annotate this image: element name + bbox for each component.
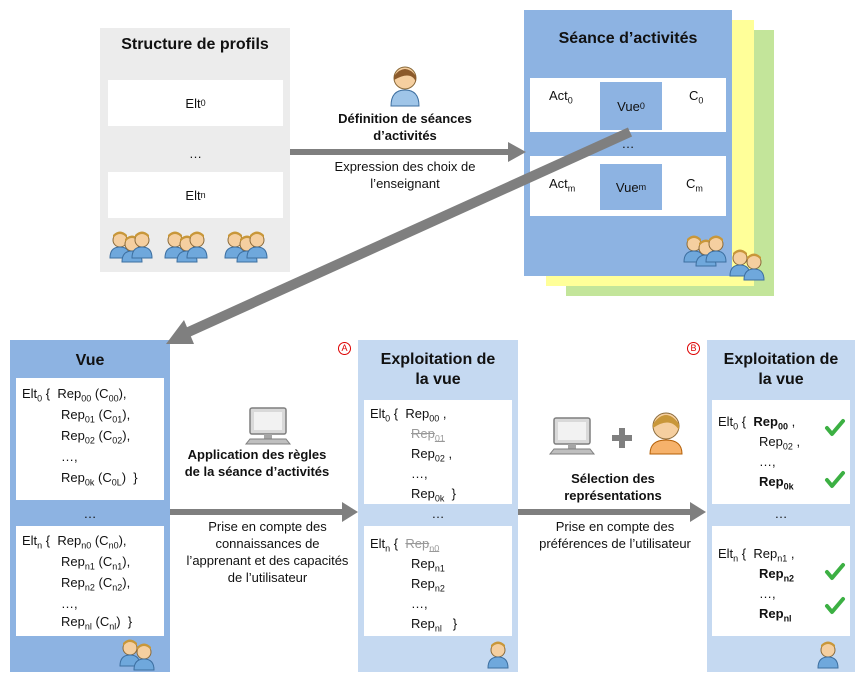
expl2-b0-line4: Rep0k [759, 474, 794, 492]
check-icon-n2 [825, 563, 845, 580]
check-icon-nl [825, 597, 845, 614]
c0-label: C0 [689, 88, 704, 106]
vue-b0-line1: Elt0 { Rep00 (C00), [22, 386, 127, 404]
vue-dots: … [83, 506, 97, 521]
arrow1-head [508, 142, 526, 162]
expl1-bn-line2: Repn1 [411, 556, 445, 574]
act0-label: Act0 [549, 88, 573, 106]
vue-bn-line1: Eltn { Repn0 (Cn0), [22, 533, 127, 551]
expl2-user-icon [817, 641, 839, 669]
arrow3-head [690, 502, 706, 522]
expl2-b0-line1: Elt0 { Rep00 , [718, 414, 796, 432]
vue-bn-line5: Repnl (Cnl) } [61, 614, 133, 632]
arrow2-head [342, 502, 358, 522]
vue-b0-line5: Rep0k (C0L) } [61, 470, 138, 488]
teacher-icon [390, 66, 420, 107]
group-icon-2 [164, 231, 208, 263]
expl2-block-0 [712, 400, 850, 504]
expl1-title: Exploitation de la vue [380, 351, 496, 388]
cm-label: Cm [686, 176, 703, 194]
expl1-b0-line1: Elt0 { Rep00 , [370, 406, 447, 424]
session-sheet-group-icon [729, 249, 765, 281]
group-icon-1 [109, 231, 153, 263]
group-icon-3 [224, 231, 268, 263]
profiles-panel [100, 28, 290, 272]
expl2-b0-line3: …, [759, 454, 776, 469]
expl1-b0-line4: …, [411, 466, 428, 481]
expl1-bn-line1: Eltn { Repn0 [370, 536, 440, 554]
profiles-title: Structure de profils [121, 36, 269, 53]
vue-b0-line2: Rep01 (C01), [61, 407, 131, 425]
session-group-icon [683, 235, 727, 267]
expl1-bn-line4: …, [411, 596, 428, 611]
arrow1-bold-label: Définition de séances d’activités [338, 111, 472, 143]
expl2-bn-line4: Repnl [759, 606, 792, 624]
actm-label: Actm [549, 176, 576, 194]
user-face-icon [649, 412, 683, 455]
vue-bn-line3: Repn2 (Cn2), [61, 575, 131, 593]
mark-a: A [338, 342, 351, 355]
arrow2-bold-label: Application des règles de la séance d’ac… [184, 447, 330, 479]
expl2-bn-line1: Eltn { Repn1 , [718, 546, 795, 564]
vue-title: Vue [75, 352, 105, 369]
computer-icon [245, 407, 291, 445]
expl1-b0-line5: Rep0k } [411, 486, 456, 504]
arrow3-normal-label: Prise en compte des préférences de l’uti… [539, 519, 691, 551]
plus-icon [612, 428, 632, 448]
vue-bn-line2: Repn1 (Cn1), [61, 554, 131, 572]
diagonal-arrow-head [166, 320, 194, 344]
expl2-bn-line3: …, [759, 586, 776, 601]
mark-b: B [687, 342, 700, 355]
vue-block-0 [16, 378, 164, 500]
expl1-block-n [364, 526, 512, 636]
expl2-block-n [712, 526, 850, 636]
arrow3-bold-label: Sélection des représentations [564, 471, 662, 503]
expl2-title: Exploitation de la vue [723, 351, 839, 388]
vue-b0-line4: …, [61, 449, 78, 464]
vue-block-n [16, 526, 164, 636]
vue-bn-line4: …, [61, 596, 78, 611]
vue-b0-line3: Rep02 (C02), [61, 428, 131, 446]
arrow1-normal-label: Expression des choix de l’enseignant [334, 159, 476, 191]
expl1-b0-line2: Rep01 [411, 426, 445, 444]
expl1-bn-line3: Repn2 [411, 576, 445, 594]
session-panel [524, 10, 732, 276]
diagonal-arrow-shaft [181, 127, 633, 339]
check-icon-00 [825, 419, 845, 436]
expl1-dots: … [431, 506, 445, 521]
vue-group-icon [119, 639, 155, 671]
expl1-b0-line3: Rep02 , [411, 446, 453, 464]
session-title: Séance d’activités [558, 30, 698, 47]
arrow2-normal-label: Prise en compte des connaissances de l’a… [186, 519, 349, 585]
check-icon-0k [825, 471, 845, 488]
expl1-user-icon [487, 641, 509, 669]
expl2-bn-line2: Repn2 [759, 566, 795, 584]
expl2-dots: … [774, 506, 788, 521]
profiles-dots: … [189, 146, 202, 161]
computer-icon-2 [549, 417, 595, 455]
expl1-bn-line5: Repnl } [411, 616, 458, 634]
expl2-b0-line2: Rep02 , [759, 434, 801, 452]
expl1-block-0 [364, 400, 512, 504]
